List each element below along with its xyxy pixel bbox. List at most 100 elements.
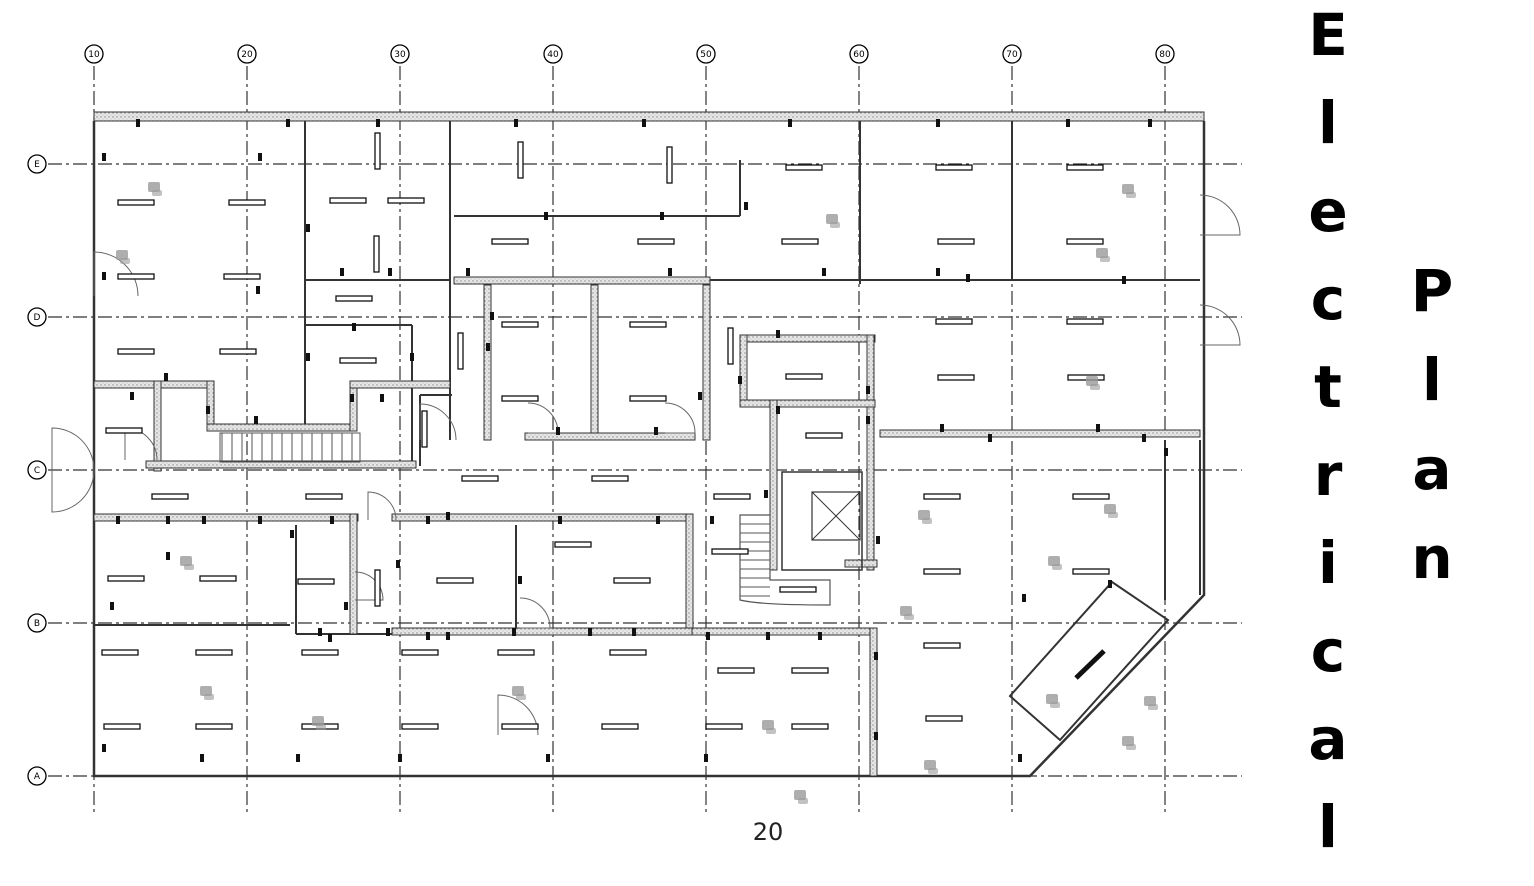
light-fixture — [629, 321, 667, 328]
light-fixture — [228, 199, 266, 206]
outlet-symbol — [116, 516, 120, 524]
outlet-symbol — [350, 394, 354, 402]
light-fixture — [373, 235, 380, 273]
furniture-symbol — [900, 606, 914, 620]
outlet-symbol — [490, 312, 494, 320]
furniture-symbol — [1104, 504, 1118, 518]
title-letter: l — [1318, 793, 1338, 861]
furniture-symbol — [200, 686, 214, 700]
grid-bubble — [849, 44, 869, 64]
title-letter: c — [1310, 617, 1346, 685]
grid-bubble — [1002, 44, 1022, 64]
stair-outline — [219, 432, 361, 463]
light-fixture — [629, 395, 667, 402]
furniture-shape — [116, 250, 128, 260]
furniture-shape — [1050, 702, 1060, 708]
outlet-symbol — [396, 560, 400, 568]
light-fixture — [387, 197, 425, 204]
door-swing — [51, 427, 95, 471]
structural-wall — [685, 513, 694, 635]
furniture-shape — [120, 258, 130, 264]
furniture-shape — [794, 790, 806, 800]
structural-wall — [524, 432, 696, 441]
light-fixture — [609, 649, 647, 656]
outlet-symbol — [776, 406, 780, 414]
light-fixture — [457, 332, 464, 370]
light-fixture — [666, 146, 673, 184]
light-fixture — [554, 541, 592, 548]
outlet-symbol — [388, 268, 392, 276]
light-fixture — [329, 197, 367, 204]
outlet-symbol — [1018, 754, 1022, 762]
outlet-symbol — [936, 268, 940, 276]
light-fixture — [219, 348, 257, 355]
title-letter: i — [1318, 529, 1338, 597]
outlet-symbol — [512, 628, 516, 636]
outlet-symbol — [656, 516, 660, 524]
grid-bubble — [27, 307, 47, 327]
grid-bubble — [390, 44, 410, 64]
light-fixture — [1074, 649, 1106, 680]
outlet-symbol — [130, 392, 134, 400]
outlet-symbol — [398, 754, 402, 762]
light-fixture — [105, 427, 143, 434]
outlet-symbol — [296, 754, 300, 762]
outlet-symbol — [706, 632, 710, 640]
outlet-symbol — [632, 628, 636, 636]
light-fixture — [501, 321, 539, 328]
furniture-shape — [512, 686, 524, 696]
light-fixture — [195, 723, 233, 730]
structural-wall — [879, 429, 1201, 438]
grid-bubble — [84, 44, 104, 64]
title-letter: l — [1318, 89, 1338, 157]
structural-wall — [483, 284, 492, 441]
structural-wall — [590, 284, 599, 441]
light-fixture — [297, 578, 335, 585]
light-fixture — [717, 667, 755, 674]
furniture-shape — [900, 606, 912, 616]
light-fixture — [805, 432, 843, 439]
furniture-shape — [1126, 744, 1136, 750]
walls — [51, 111, 1241, 778]
furniture-symbol — [924, 760, 938, 774]
furniture-symbol — [116, 250, 130, 264]
light-fixture — [935, 318, 973, 325]
furniture-symbol — [148, 182, 162, 196]
furniture-symbol — [1144, 696, 1158, 710]
light-fixture — [923, 642, 961, 649]
outlet-symbol — [936, 119, 940, 127]
light-fixture — [491, 238, 529, 245]
structural-wall — [206, 423, 358, 432]
outlet-symbol — [874, 732, 878, 740]
grid-bubble-label: 50 — [700, 50, 712, 60]
light-fixture — [781, 238, 819, 245]
light-fixture — [937, 374, 975, 381]
outlet-symbol — [110, 602, 114, 610]
structural-wall — [153, 380, 162, 472]
outlet-symbol — [544, 212, 548, 220]
light-fixture — [601, 723, 639, 730]
outlet-symbol — [1022, 594, 1026, 602]
furniture-symbols — [116, 182, 1158, 804]
outlet-symbol — [698, 392, 702, 400]
light-fixture — [711, 548, 749, 555]
outlet-symbol — [1148, 119, 1152, 127]
outlet-symbol — [738, 376, 742, 384]
outlet-symbol — [166, 552, 170, 560]
door-swing — [664, 402, 696, 434]
furniture-shape — [766, 728, 776, 734]
structural-wall — [349, 513, 358, 635]
furniture-shape — [924, 760, 936, 770]
light-fixture — [101, 649, 139, 656]
outlet-symbol — [352, 323, 356, 331]
grid-bubble — [237, 44, 257, 64]
structural-wall — [93, 513, 359, 522]
outlet-symbol — [704, 754, 708, 762]
outlet-symbol — [166, 516, 170, 524]
outlet-symbol — [330, 516, 334, 524]
grid-lines — [48, 66, 1242, 815]
outlet-symbol — [202, 516, 206, 524]
furniture-symbol — [794, 790, 808, 804]
outlet-symbol — [642, 119, 646, 127]
light-fixture — [517, 141, 524, 179]
